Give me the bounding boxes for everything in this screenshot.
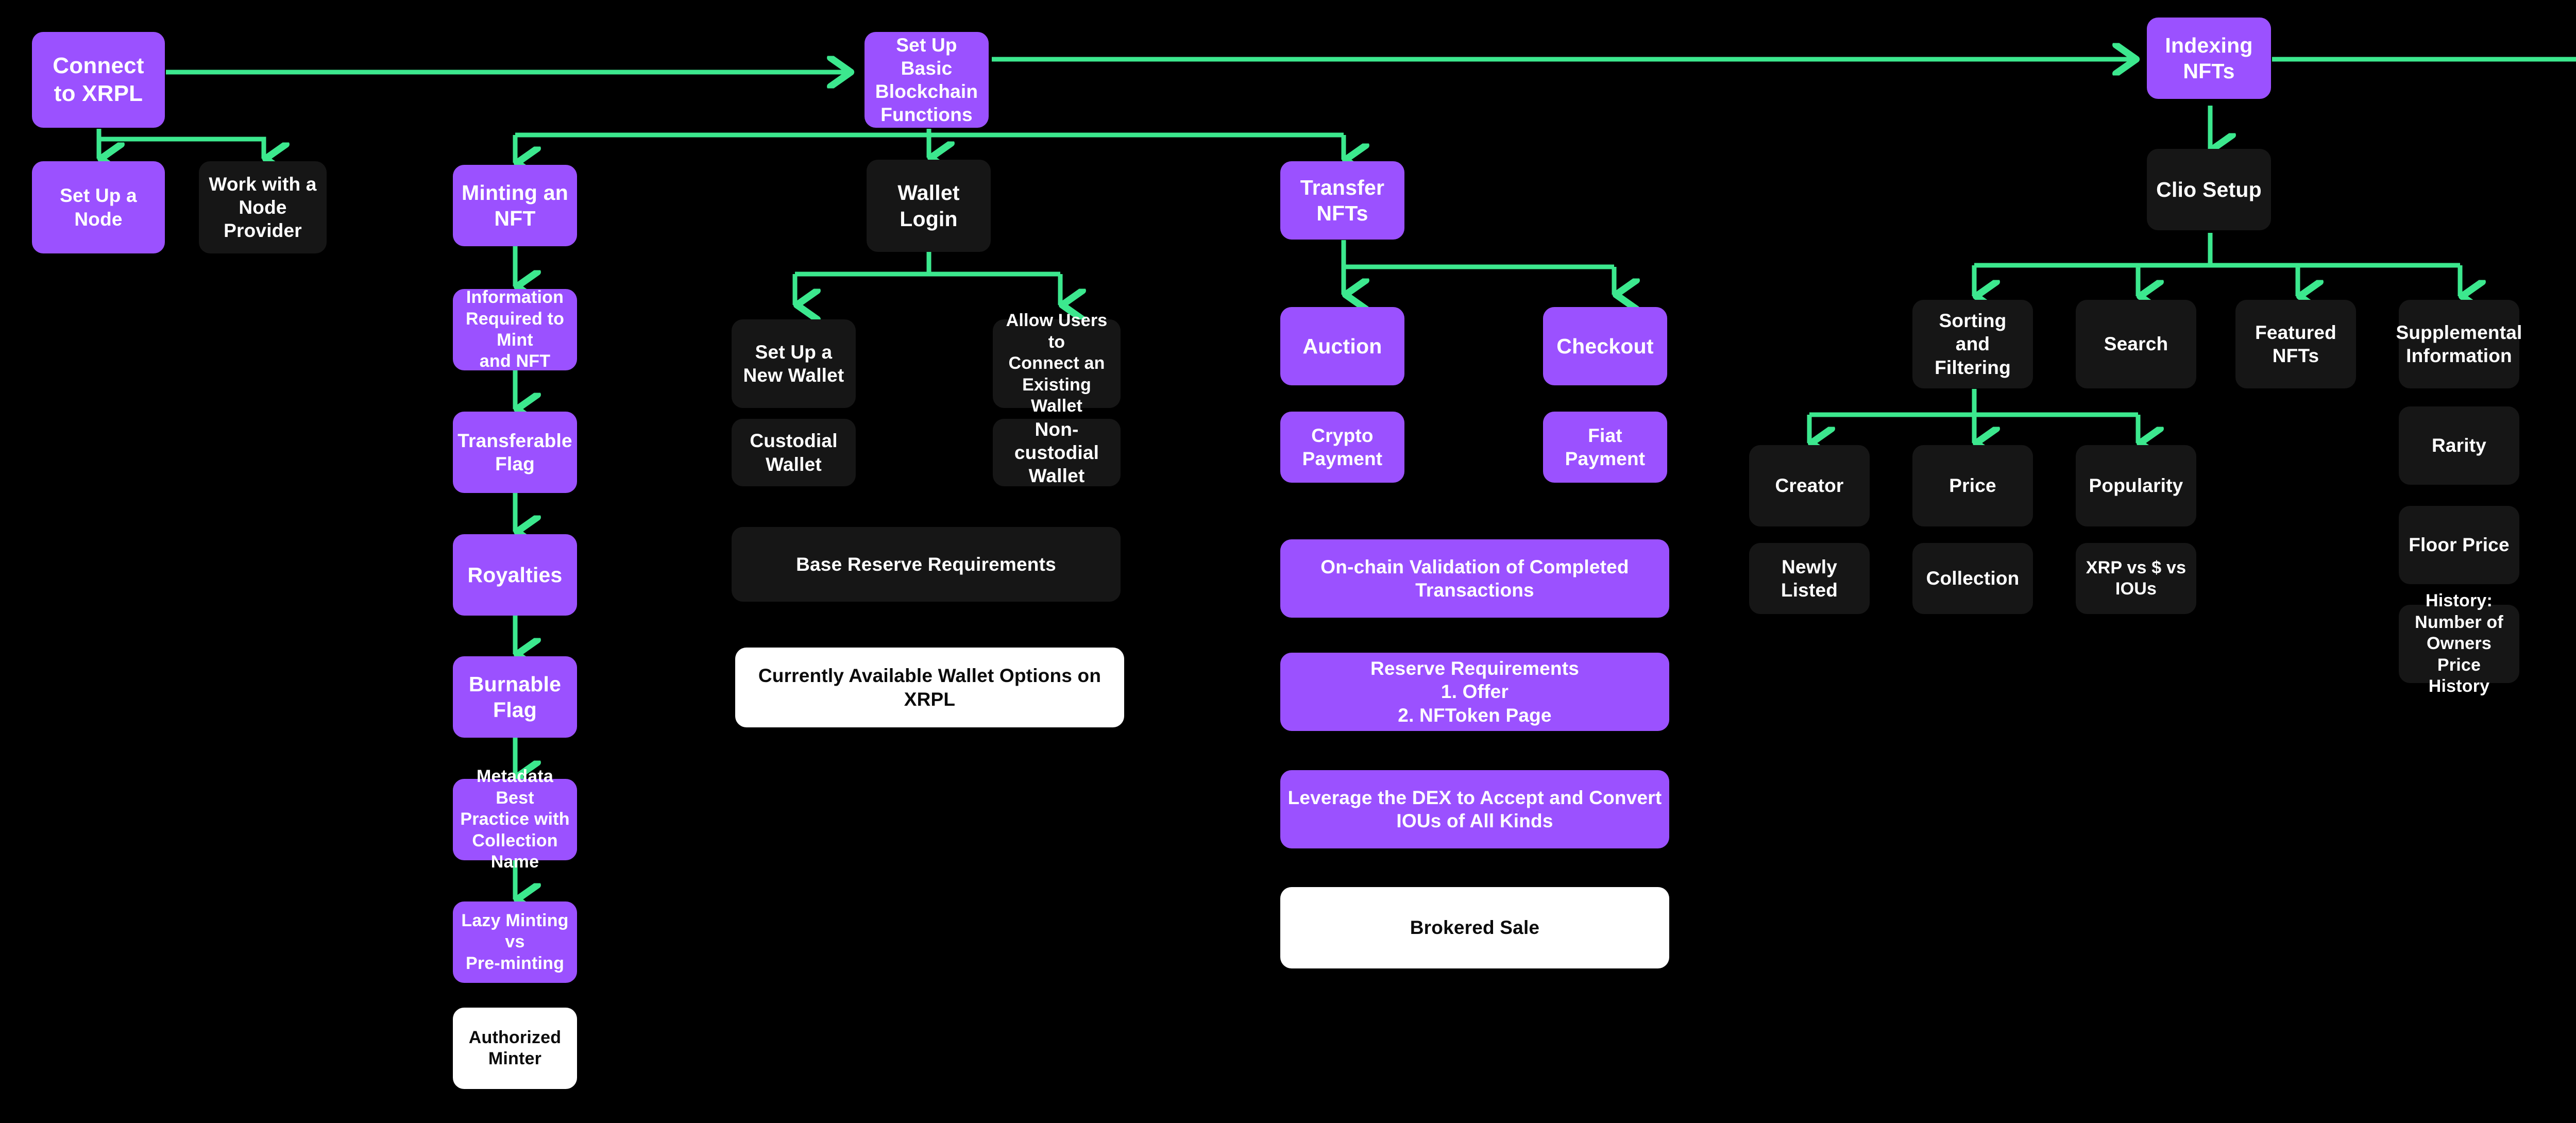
node-price[interactable]: Price bbox=[1912, 445, 2033, 526]
node-set-up-a-node[interactable]: Set Up a Node bbox=[32, 161, 165, 253]
node-minting-an-nft[interactable]: Minting an NFT bbox=[453, 165, 577, 246]
edge-transfer-nfts-bus bbox=[1341, 240, 1614, 269]
node-crypto-payment[interactable]: Crypto Payment bbox=[1280, 412, 1404, 483]
edge-clio-bus bbox=[1974, 233, 2460, 268]
node-metadata-best-practice[interactable]: Metadata Best Practice with Collection N… bbox=[453, 767, 577, 872]
edge-sorting-bus bbox=[1809, 389, 2138, 417]
node-authorized-minter[interactable]: Authorized Minter bbox=[453, 1008, 577, 1089]
node-checkout[interactable]: Checkout bbox=[1543, 307, 1667, 385]
node-set-up-a-new-wallet[interactable]: Set Up a New Wallet bbox=[732, 319, 856, 408]
node-rarity[interactable]: Rarity bbox=[2399, 406, 2519, 485]
node-transferable-flag[interactable]: Transferable Flag bbox=[453, 412, 577, 493]
node-clio-setup[interactable]: Clio Setup bbox=[2147, 149, 2271, 230]
node-set-up-basic-blockchain-functions[interactable]: Set Up Basic Blockchain Functions bbox=[865, 32, 989, 128]
node-supplemental-information[interactable]: Supplemental Information bbox=[2396, 300, 2522, 388]
node-popularity[interactable]: Popularity bbox=[2076, 445, 2196, 526]
node-xrp-vs-dollar-vs-ious[interactable]: XRP vs $ vs IOUs bbox=[2076, 543, 2196, 614]
node-sorting-and-filtering[interactable]: Sorting and Filtering bbox=[1912, 300, 2033, 388]
node-reserve-requirements[interactable]: Reserve Requirements 1. Offer 2. NFToken… bbox=[1280, 653, 1669, 731]
node-search[interactable]: Search bbox=[2076, 300, 2196, 388]
node-base-reserve-requirements[interactable]: Base Reserve Requirements bbox=[732, 527, 1121, 602]
node-featured-nfts[interactable]: Featured NFTs bbox=[2235, 300, 2356, 388]
node-collection[interactable]: Collection bbox=[1912, 543, 2033, 614]
node-creator[interactable]: Creator bbox=[1749, 445, 1870, 526]
node-custodial-wallet[interactable]: Custodial Wallet bbox=[732, 419, 856, 486]
node-fiat-payment[interactable]: Fiat Payment bbox=[1543, 412, 1667, 483]
node-lazy-minting-vs-pre-minting[interactable]: Lazy Minting vs Pre-minting bbox=[453, 901, 577, 983]
node-connect-to-xrpl[interactable]: Connect to XRPL bbox=[32, 32, 165, 128]
node-information-required-to-mint[interactable]: Information Required to Mint and NFT bbox=[453, 287, 577, 371]
node-auction[interactable]: Auction bbox=[1280, 307, 1404, 385]
node-non-custodial-wallet[interactable]: Non-custodial Wallet bbox=[993, 419, 1121, 486]
edge-wallet-login-bus bbox=[795, 250, 1060, 277]
edge-connect-split-bus bbox=[96, 129, 266, 150]
node-allow-users-connect-existing-wallet[interactable]: Allow Users to Connect an Existing Walle… bbox=[993, 311, 1121, 416]
node-currently-available-wallet-options[interactable]: Currently Available Wallet Options on XR… bbox=[735, 648, 1124, 727]
node-onchain-validation[interactable]: On-chain Validation of Completed Transac… bbox=[1280, 539, 1669, 618]
node-work-with-node-provider[interactable]: Work with a Node Provider bbox=[199, 161, 327, 253]
node-brokered-sale[interactable]: Brokered Sale bbox=[1280, 887, 1669, 968]
node-leverage-the-dex[interactable]: Leverage the DEX to Accept and Convert I… bbox=[1280, 770, 1669, 848]
node-history[interactable]: History: Number of Owners Price History bbox=[2399, 591, 2519, 696]
edge-basic-functions-bus bbox=[515, 129, 1344, 138]
node-royalties[interactable]: Royalties bbox=[453, 534, 577, 616]
node-wallet-login[interactable]: Wallet Login bbox=[867, 160, 991, 252]
node-floor-price[interactable]: Floor Price bbox=[2399, 506, 2519, 584]
node-newly-listed[interactable]: Newly Listed bbox=[1749, 543, 1870, 614]
node-burnable-flag[interactable]: Burnable Flag bbox=[453, 656, 577, 738]
node-transfer-nfts[interactable]: Transfer NFTs bbox=[1280, 161, 1404, 240]
node-indexing-nfts[interactable]: Indexing NFTs bbox=[2147, 18, 2271, 99]
